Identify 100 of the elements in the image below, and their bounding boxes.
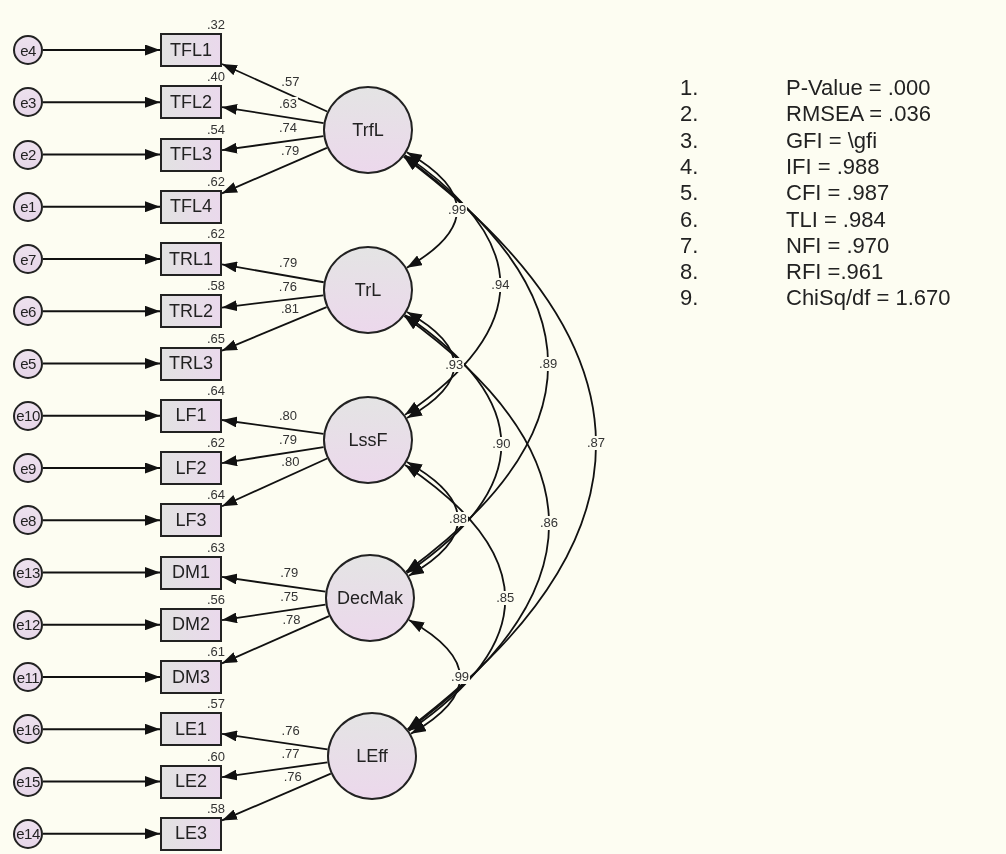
covariance-arrow [404,464,507,732]
covariance-arrow [405,151,458,269]
arrow [42,149,161,160]
r-squared-value: .32 [206,18,227,32]
r-squared-value: .61 [206,645,227,659]
error-circle [13,662,43,692]
arrow [221,146,328,195]
list-number: 3. [680,128,699,153]
covariance-arrow [403,315,550,731]
error-circle [13,766,43,797]
arrow [42,723,161,735]
r-squared-value: .65 [206,331,227,346]
error-circle [13,87,43,118]
error-label: e10 [16,407,40,425]
indicator-label: LF1 [175,405,207,427]
edge-label: .79 [280,143,301,158]
edge-label: .99 [450,669,471,684]
indicator-box [160,189,222,224]
arrow [42,462,161,474]
fit-statistic: P-Value = .000 [786,76,931,100]
indicator-box [160,33,222,67]
edge-label: .76 [277,279,298,294]
arrow [221,416,325,435]
indicator-box [160,607,222,642]
arrow [42,619,161,631]
indicator-label: LE2 [175,771,207,792]
indicator-label: TRL2 [169,300,213,322]
indicator-label: LF2 [175,457,207,479]
error-label: e4 [20,41,36,59]
covariance-arrow [406,461,459,577]
list-number: 6. [680,207,699,232]
error-circle [13,453,43,483]
r-squared-value: .64 [206,383,227,398]
error-circle [13,244,43,274]
covariance-arrow [403,155,549,573]
indicator-box [160,451,222,485]
indicator-box [160,555,222,590]
r-squared-value: .62 [206,227,227,241]
covariance-arrow [404,314,503,574]
indicator-box [160,85,222,120]
indicator-label: TRL1 [169,248,213,270]
error-circle [13,557,43,588]
list-number: 9. [680,286,699,311]
fit-statistic: TLI = .984 [786,207,886,232]
arrow [221,135,325,154]
latent-label: DecMak [337,587,403,609]
arrow [42,514,161,526]
list-number: 1. [680,76,699,100]
arrow [221,294,325,312]
indicator-box [160,660,222,694]
indicator-box [160,712,222,747]
error-circle [13,296,43,327]
r-squared-value: .63 [206,540,227,555]
indicator-label: LF3 [175,509,207,531]
error-label: e16 [16,720,40,738]
indicator-box [160,764,222,799]
list-number: 8. [680,260,699,285]
arrow [221,457,329,508]
error-label: e3 [20,93,36,111]
indicator-label: TFL1 [170,39,212,61]
arrow [221,306,328,352]
edge-label: .94 [490,278,511,292]
error-label: e9 [20,459,36,477]
indicator-box [160,294,222,329]
edge-label: .93 [444,358,465,372]
arrow [221,104,325,124]
r-squared-value: .58 [206,801,227,816]
covariance-arrow [402,155,597,730]
fit-statistic: RFI =.961 [786,260,884,285]
r-squared-value: .56 [206,592,227,607]
arrow [42,410,161,422]
indicator-label: TFL4 [170,196,212,218]
error-circle [13,139,43,170]
covariance-arrow [404,154,502,416]
arrow [221,730,329,751]
edge-label: .57 [280,74,301,89]
indicator-box [160,242,222,276]
list-number: 5. [680,181,699,206]
arrow [42,253,161,265]
indicator-box [160,137,222,172]
indicator-label: TRL3 [169,353,213,374]
edge-label: .87 [585,435,607,450]
edge-label: .89 [538,356,559,371]
arrow [221,573,327,593]
error-label: e13 [16,564,40,581]
indicator-label: TFL2 [170,91,212,113]
edge-label: .76 [280,723,301,738]
error-label: e5 [20,355,36,372]
indicator-label: LE3 [175,823,207,845]
covariance-arrow [406,311,456,419]
arrow [42,44,161,56]
arrow [42,828,161,840]
arrow [221,761,329,781]
fit-statistic: GFI = \gfi [786,128,878,153]
arrow [42,671,161,683]
error-label: e2 [20,146,36,163]
indicator-box [160,503,222,538]
error-label: e6 [20,302,36,320]
arrow [42,305,161,317]
indicator-label: TFL3 [170,144,212,165]
